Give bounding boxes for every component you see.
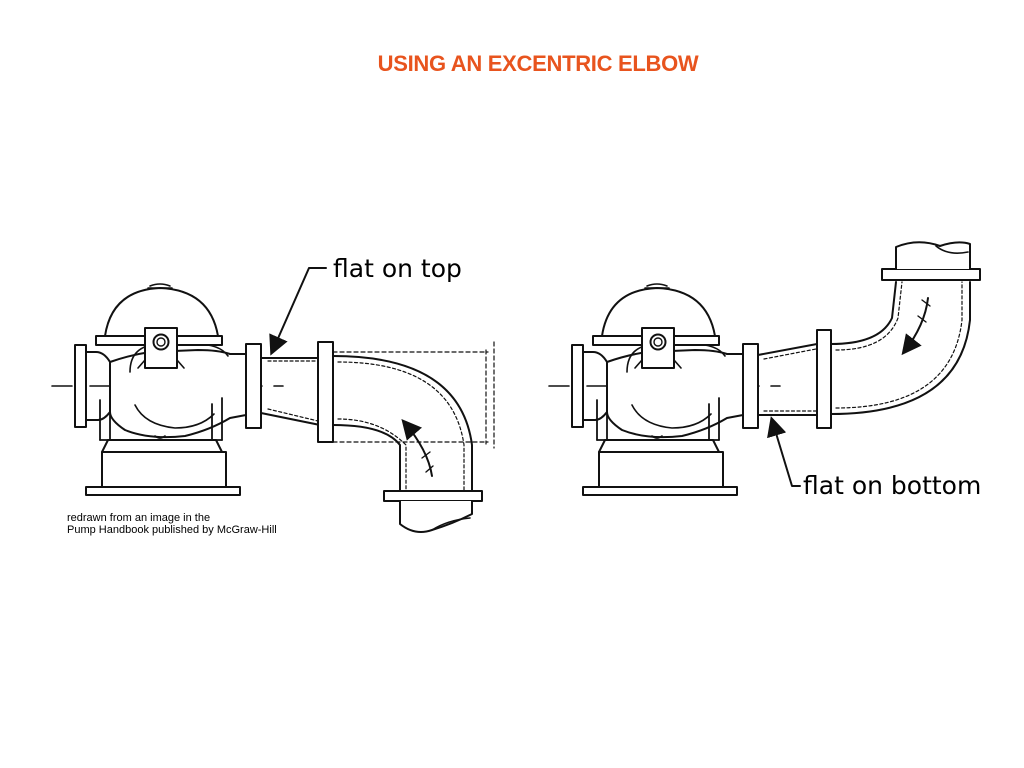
flat-on-top-callout: flat on top [269, 254, 462, 356]
credit-line-1: redrawn from an image in the [67, 512, 211, 524]
flat-on-bottom-callout: flat on bottom [767, 416, 981, 500]
right-discharge-pipe [757, 241, 981, 429]
left-discharge-pipe [260, 341, 495, 533]
flat-on-top-label: flat on top [333, 254, 462, 283]
left-pump [51, 283, 284, 496]
flat-on-bottom-label: flat on bottom [803, 471, 981, 500]
credit-line-2: Pump Handbook published by McGraw-Hill [67, 524, 277, 536]
page-title: USING AN EXCENTRIC ELBOW [377, 51, 699, 76]
right-pump [548, 283, 781, 496]
source-credit: redrawn from an image in the Pump Handbo… [67, 512, 277, 536]
